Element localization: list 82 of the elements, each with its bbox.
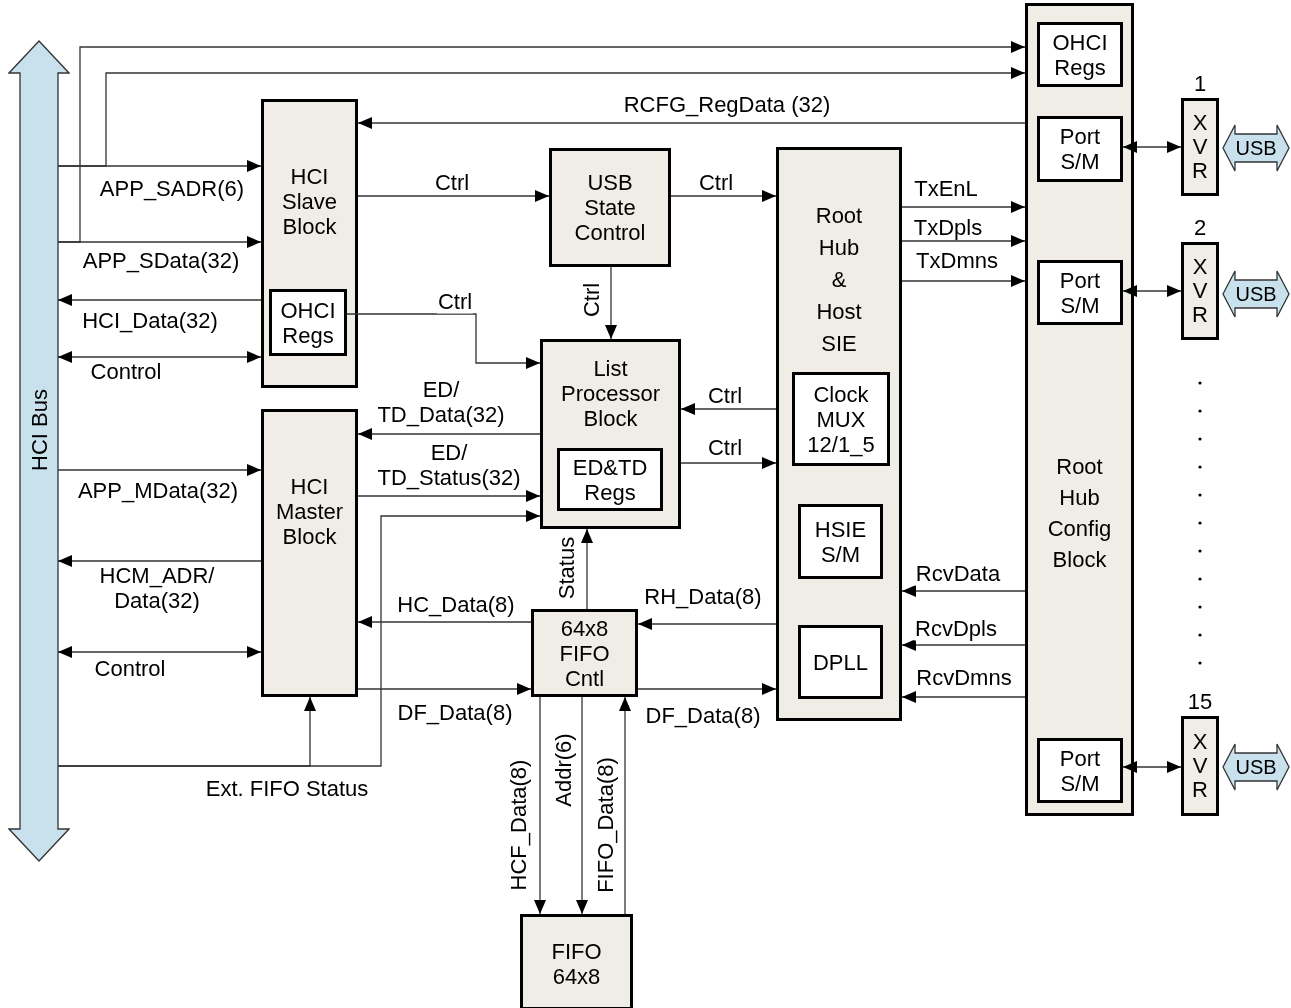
bus-label: HCI Bus <box>26 389 52 471</box>
arrow <box>901 691 1026 703</box>
arrow <box>57 555 262 567</box>
block-label: XVR <box>1191 729 1209 803</box>
arrow <box>901 201 1026 213</box>
arrow <box>1122 141 1182 153</box>
arrow <box>57 294 262 306</box>
arrow <box>57 351 262 363</box>
block-box <box>531 609 638 697</box>
arrow <box>901 275 1026 287</box>
block-box <box>261 409 358 697</box>
block-box <box>549 148 671 267</box>
block-label: Port S/M <box>1058 124 1102 174</box>
arrow <box>57 510 541 767</box>
block-label: 64x8 FIFO Cntl <box>558 615 611 691</box>
arrow <box>637 683 777 695</box>
arrow <box>357 490 541 502</box>
register-box <box>1037 738 1123 803</box>
arrow <box>637 618 777 630</box>
arrow <box>57 67 1026 167</box>
block-box <box>540 339 681 529</box>
register-box <box>1037 260 1123 325</box>
block-label: Root Hub & Host SIE <box>814 202 864 358</box>
port-number: 1 <box>1193 71 1207 96</box>
block-box <box>1025 3 1134 816</box>
register-box <box>792 372 890 466</box>
port-label: USB <box>1235 754 1277 780</box>
arrow <box>901 585 1026 597</box>
arrow <box>1122 761 1182 773</box>
block-label: OHCI Regs <box>279 297 337 348</box>
block-box <box>520 914 633 1008</box>
block-label: HCI Slave Block <box>280 164 338 239</box>
block-label: HSIE S/M <box>813 516 868 567</box>
block-label: USB State Control <box>573 170 647 245</box>
block-label: Root Hub Config Block <box>1046 453 1113 574</box>
block-label: DPLL <box>812 649 868 675</box>
block-label: Port S/M <box>1058 745 1102 796</box>
port-double-arrow <box>1222 743 1290 791</box>
port-double-arrow <box>1222 270 1290 318</box>
arrow <box>357 428 541 440</box>
arrow <box>534 696 546 915</box>
arrow <box>357 616 532 628</box>
arrow <box>357 117 1026 129</box>
arrow <box>57 646 262 658</box>
register-box <box>798 625 883 699</box>
port-double-arrow <box>1222 124 1290 172</box>
block-label: FIFO 64x8 <box>550 939 603 989</box>
arrow <box>57 464 262 476</box>
block-label: List Processor Block <box>559 356 661 431</box>
block-box <box>776 147 902 721</box>
arrow <box>605 266 617 340</box>
register-box <box>1037 22 1123 87</box>
port-number: 15 <box>1187 689 1213 714</box>
port-label: USB <box>1235 135 1277 161</box>
register-box <box>1037 116 1123 182</box>
arrow <box>619 696 631 915</box>
port-number: 2 <box>1193 215 1207 240</box>
port-label: USB <box>1235 281 1277 307</box>
register-box <box>269 289 347 356</box>
arrow <box>357 190 550 202</box>
arrow <box>581 528 593 610</box>
block-box <box>261 99 358 388</box>
block-label: Port S/M <box>1058 267 1102 318</box>
block-label: OHCI Regs <box>1051 29 1109 80</box>
block-label: ED&TD Regs <box>571 454 649 505</box>
bus-double-arrow <box>8 40 70 862</box>
block-label: XVR <box>1191 110 1209 184</box>
arrow <box>901 235 1026 247</box>
arrow <box>346 313 541 369</box>
arrow <box>357 683 532 695</box>
register-box <box>557 448 663 511</box>
block-label: HCI Master Block <box>274 474 345 549</box>
block-label: Clock MUX 12/1_5 <box>806 381 876 457</box>
block-label: XVR <box>1191 254 1209 328</box>
register-box <box>798 504 883 579</box>
arrow <box>576 696 588 915</box>
arrow <box>57 41 1026 243</box>
arrow <box>680 403 777 415</box>
arrow <box>1122 285 1182 297</box>
arrow <box>670 190 777 202</box>
arrow <box>901 639 1026 651</box>
arrow <box>680 457 777 469</box>
